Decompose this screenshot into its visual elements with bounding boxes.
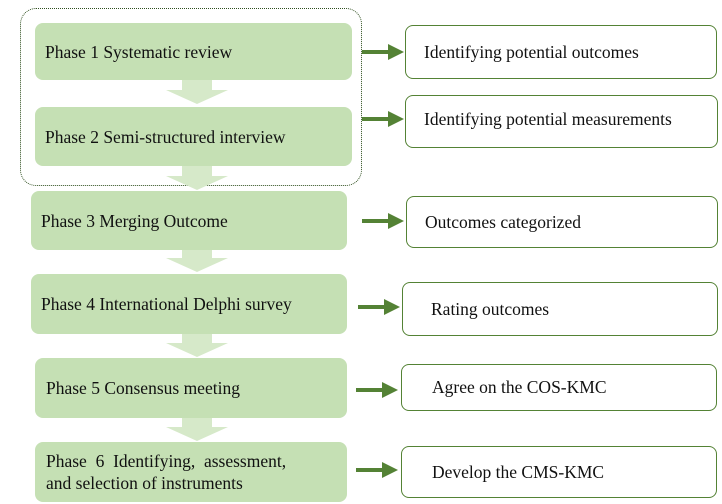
- phase-6-box: Phase 6 Identifying, assessment, and sel…: [35, 442, 347, 502]
- down-arrow-1-2: [166, 80, 228, 104]
- outcome-5-box: Agree on the COS-KMC: [401, 364, 717, 411]
- outcome-6-box: Develop the CMS-KMC: [401, 446, 717, 498]
- down-arrow-3-4: [166, 250, 228, 272]
- phase-3-label: Phase 3 Merging Outcome: [41, 210, 228, 231]
- right-arrow-1: [362, 44, 404, 60]
- outcome-6-label: Develop the CMS-KMC: [432, 461, 605, 482]
- phase-5-box: Phase 5 Consensus meeting: [35, 358, 347, 418]
- phase-5-label: Phase 5 Consensus meeting: [46, 378, 240, 398]
- down-arrow-2-3: [166, 166, 228, 190]
- outcome-2-label: Identifying potential measurements: [424, 109, 672, 129]
- outcome-5-label: Agree on the COS-KMC: [432, 377, 607, 397]
- outcome-4-label: Rating outcomes: [431, 298, 550, 319]
- down-arrow-5-6: [166, 418, 228, 441]
- outcome-2-box: Identifying potential measurements: [405, 95, 718, 148]
- outcome-1-box: Identifying potential outcomes: [405, 25, 717, 79]
- phase-1-label: Phase 1 Systematic review: [45, 41, 233, 62]
- right-arrow-6: [356, 462, 398, 478]
- phase-6-label-line2: and selection of instruments: [46, 473, 243, 493]
- phase-2-box: Phase 2 Semi-structured interview: [35, 107, 352, 166]
- outcome-1-label: Identifying potential outcomes: [424, 41, 639, 62]
- phase-2-label: Phase 2 Semi-structured interview: [45, 126, 286, 147]
- phase-4-box: Phase 4 International Delphi survey: [31, 274, 347, 334]
- phase-4-label: Phase 4 International Delphi survey: [41, 294, 292, 314]
- right-arrow-4: [358, 299, 400, 315]
- outcome-3-box: Outcomes categorized: [406, 196, 718, 248]
- phase-3-box: Phase 3 Merging Outcome: [31, 191, 347, 250]
- right-arrow-5: [356, 382, 398, 398]
- phase-6-label-line1: Phase 6 Identifying, assessment,: [46, 451, 287, 471]
- phase-1-box: Phase 1 Systematic review: [35, 23, 352, 80]
- outcome-4-box: Rating outcomes: [402, 282, 718, 336]
- down-arrow-4-5: [166, 334, 228, 357]
- outcome-3-label: Outcomes categorized: [425, 211, 581, 232]
- right-arrow-3: [362, 213, 404, 229]
- right-arrow-2: [362, 111, 404, 127]
